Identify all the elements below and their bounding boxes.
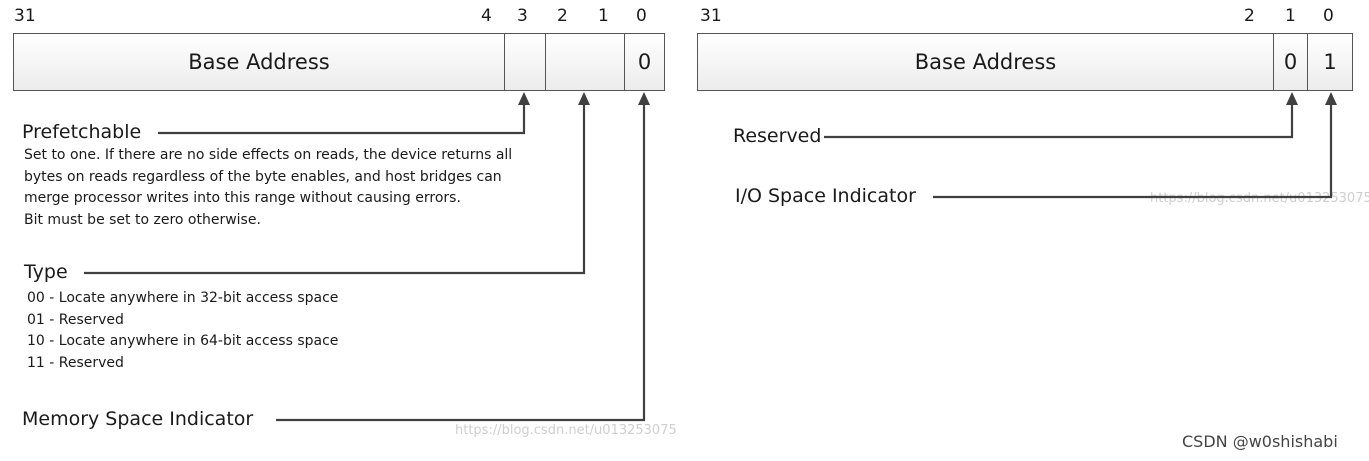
arrow-head (518, 92, 530, 105)
memory-space-indicator-label: Memory Space Indicator (22, 408, 254, 430)
bit-label-1: 1 (598, 6, 609, 26)
reserved-label: Reserved (733, 125, 822, 147)
arrow-head (578, 92, 590, 105)
type-option: 01 - Reserved (27, 311, 124, 328)
prefetchable-description: Set to one. If there are no side effects… (24, 145, 512, 231)
bit-label-2: 2 (1244, 6, 1255, 26)
memory-bar-register: Base Address 0 (13, 33, 665, 91)
io-bar-register: Base Address 0 1 (697, 33, 1353, 91)
prefetchable-description-line: Bit must be set to zero otherwise. (24, 211, 261, 228)
prefetchable-description-line: merge processor writes into this range w… (24, 190, 461, 206)
bit-label-1: 1 (1285, 6, 1296, 26)
memory-space-connector (276, 102, 646, 422)
prefetchable-label: Prefetchable (22, 121, 142, 143)
reserved-bit-cell: 0 (1273, 34, 1307, 90)
type-bits-cell (545, 34, 624, 90)
prefetchable-description-line: Set to one. If there are no side effects… (24, 147, 513, 163)
bit-label-2: 2 (557, 6, 568, 26)
arrow-head (1286, 92, 1298, 105)
bit-label-31: 31 (14, 6, 36, 26)
io-space-connector (933, 102, 1333, 199)
arrow-head (638, 92, 650, 105)
watermark-text: https://blog.csdn.net/u013253075 (1150, 191, 1369, 206)
prefetchable-connector (158, 102, 526, 135)
credit-text: CSDN @w0shishabi (1182, 432, 1338, 451)
base-address-field: Base Address (188, 50, 330, 74)
type-option: 10 - Locate anywhere in 64-bit access sp… (27, 333, 339, 349)
base-address-field: Base Address (914, 50, 1057, 74)
type-options: 00 - Locate anywhere in 32-bit access sp… (27, 288, 338, 374)
bit-label-3: 3 (517, 6, 528, 26)
type-option: 11 - Reserved (27, 354, 124, 371)
reserved-connector (824, 102, 1294, 139)
memory-space-bit-cell: 0 (624, 34, 664, 90)
arrow-head (1325, 92, 1337, 105)
prefetchable-bit-cell (504, 34, 545, 90)
type-option: 00 - Locate anywhere in 32-bit access sp… (27, 290, 339, 306)
bit-label-0: 0 (636, 6, 647, 26)
bit-label-0: 0 (1323, 6, 1334, 26)
watermark-text: https://blog.csdn.net/u013253075 (455, 423, 677, 438)
bit-label-4: 4 (481, 6, 492, 26)
io-space-indicator-label: I/O Space Indicator (735, 185, 916, 207)
prefetchable-description-line: bytes on reads regardless of the byte en… (24, 168, 502, 185)
type-label: Type (24, 261, 68, 283)
type-connector (84, 102, 586, 275)
bit-label-31: 31 (700, 6, 722, 26)
io-space-bit-cell: 1 (1307, 34, 1352, 90)
